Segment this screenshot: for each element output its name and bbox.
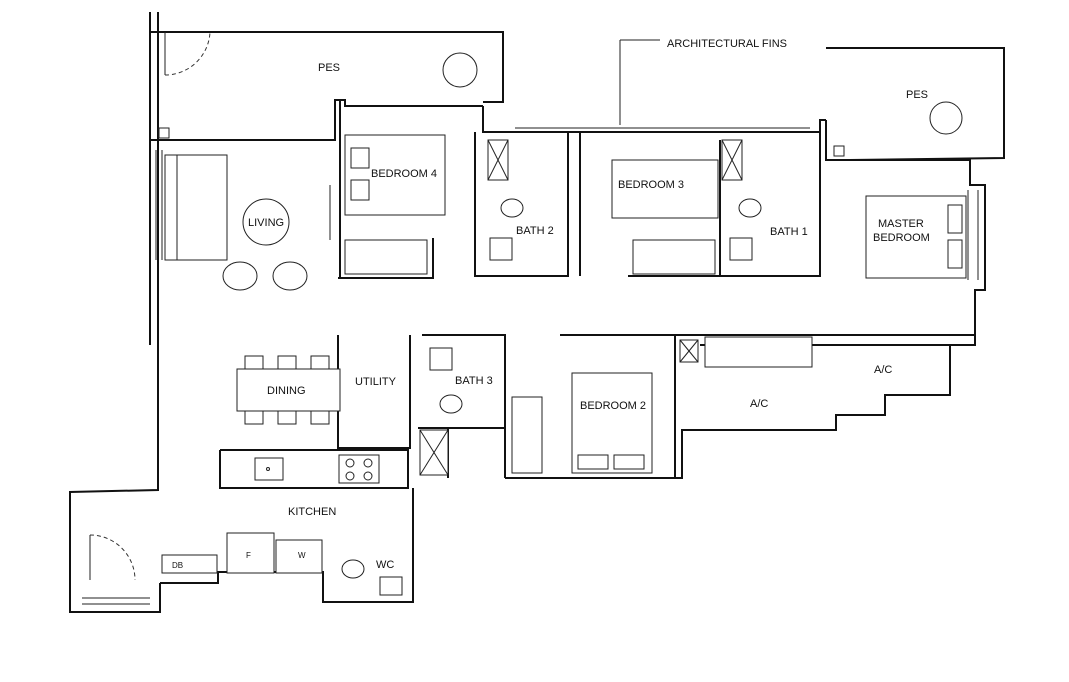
- label-db: DB: [172, 561, 183, 570]
- label-bath3: BATH 3: [455, 375, 493, 387]
- label-wc: WC: [376, 559, 394, 571]
- label-architectural-fins: ARCHITECTURAL FINS: [667, 38, 787, 50]
- furniture: [158, 39, 967, 596]
- label-kitchen: KITCHEN: [288, 506, 336, 518]
- label-bedroom4: BEDROOM 4: [371, 168, 437, 180]
- label-washer: W: [298, 551, 306, 560]
- label-bath1: BATH 1: [770, 226, 808, 238]
- label-master-line1: MASTER: [878, 218, 924, 230]
- door-swings: [89, 31, 211, 581]
- label-utility: UTILITY: [355, 376, 397, 388]
- label-bath2: BATH 2: [516, 225, 554, 237]
- windows: [82, 127, 979, 605]
- label-dining: DINING: [267, 385, 306, 397]
- label-fridge: F: [246, 551, 251, 560]
- labels: PES PES ARCHITECTURAL FINS BEDROOM 4 BED…: [172, 38, 930, 571]
- label-ac-lower: A/C: [750, 398, 768, 410]
- label-living: LIVING: [248, 217, 284, 229]
- outer-walls: [69, 12, 1005, 613]
- label-bedroom2: BEDROOM 2: [580, 400, 646, 412]
- label-bedroom3: BEDROOM 3: [618, 179, 684, 191]
- label-pes-left: PES: [318, 62, 340, 74]
- label-master-line2: BEDROOM: [873, 232, 930, 244]
- label-pes-right: PES: [906, 89, 928, 101]
- label-ac-upper: A/C: [874, 364, 892, 376]
